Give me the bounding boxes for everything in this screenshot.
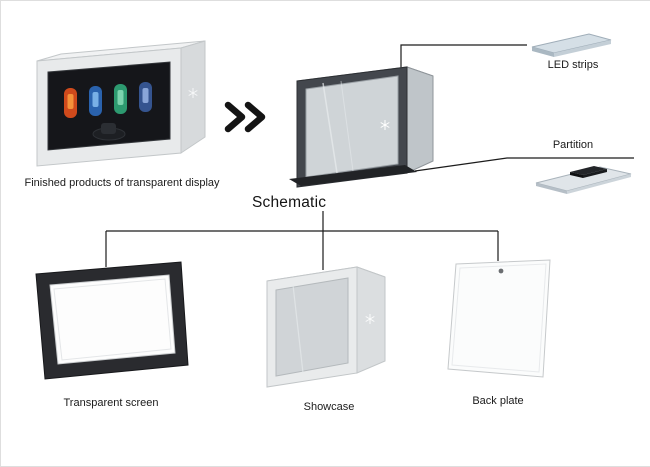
back-plate-label: Back plate	[472, 395, 524, 407]
schematic-title: Schematic	[252, 194, 327, 211]
showcase-figure	[259, 247, 399, 395]
finished-product-label: Finished products of transparent display	[24, 177, 220, 189]
transparent-screen-figure	[29, 257, 194, 389]
snowflake-icon	[380, 120, 390, 130]
partition-connector	[414, 157, 634, 172]
fitness-bands	[64, 82, 152, 118]
showcase-label: Showcase	[303, 401, 355, 413]
partition-illustration	[535, 166, 632, 194]
partition-label: Partition	[552, 139, 594, 151]
led-strip-illustration	[531, 33, 612, 57]
partition-figure	[534, 159, 634, 195]
led-strips-label: LED strips	[547, 59, 599, 71]
transparent-screen-label: Transparent screen	[63, 397, 159, 409]
transparent-screen-illustration	[35, 261, 189, 380]
arrow-right-icon	[223, 101, 269, 133]
exploded-showcase-illustration	[289, 66, 434, 188]
back-plate-figure	[443, 257, 558, 389]
bottom-shelf-edge	[289, 165, 417, 186]
led-strip-figure	[529, 31, 614, 59]
display-case-illustration	[36, 40, 206, 167]
mount-hole	[498, 268, 504, 274]
showcase-illustration	[266, 266, 386, 388]
finished-product-figure	[23, 31, 218, 173]
back-plate-illustration	[447, 259, 551, 378]
led-strips-connector	[400, 44, 527, 68]
snowflake-icon	[365, 314, 375, 324]
exploded-showcase-figure	[289, 51, 439, 189]
watch-illustration	[92, 123, 126, 141]
snowflake-icon	[188, 88, 198, 98]
